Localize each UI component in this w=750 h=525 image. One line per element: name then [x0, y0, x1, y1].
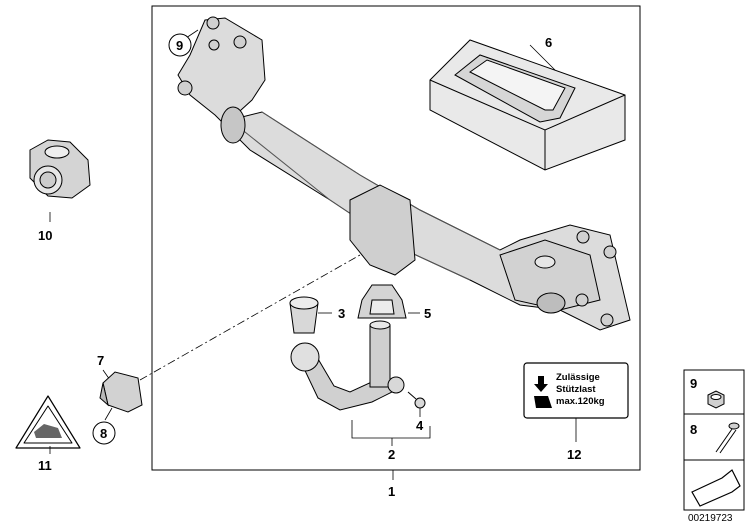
load-arrow-icon [534, 376, 548, 392]
leader-2-bracket [351, 420, 431, 439]
ball-neck [290, 320, 405, 411]
callout-8-circle [92, 421, 116, 445]
callout-2: 2 [388, 447, 395, 462]
label-line-3: max.120kg [556, 396, 605, 407]
nut-icon [707, 390, 725, 409]
callout-3: 3 [338, 306, 345, 321]
label-line-1: Zulässige [556, 372, 600, 383]
label-line-2: Stützlast [556, 384, 596, 395]
callout-9: 9 [176, 38, 183, 53]
mounting-bolts [177, 16, 617, 327]
leader-6 [529, 44, 556, 71]
callout-11: 11 [38, 458, 52, 473]
foam-packaging-insert [429, 39, 626, 171]
arrow-icon [691, 469, 741, 507]
warning-label [15, 395, 81, 449]
socket-assignment-line [139, 254, 361, 381]
callout-5: 5 [424, 306, 431, 321]
load-label-sticker: Zulässige Stützlast max.120kg [523, 362, 629, 419]
bolt-icon [715, 422, 740, 454]
assembly-frame [151, 5, 641, 471]
leader-8 [104, 407, 113, 421]
callout-7: 7 [97, 353, 104, 368]
legend-number-8: 8 [690, 422, 697, 437]
callout-9-circle [168, 33, 192, 57]
callout-10: 10 [38, 228, 52, 243]
callout-4: 4 [416, 418, 424, 433]
callout-8: 8 [100, 426, 107, 441]
mount-part [357, 284, 407, 319]
socket-housing [99, 371, 143, 413]
screw [407, 391, 426, 409]
tow-bar-crossmember [177, 17, 631, 331]
protective-cap [289, 296, 319, 334]
document-number: 00219723 [688, 513, 733, 524]
trailer-socket [29, 139, 91, 199]
legend-number-9: 9 [690, 376, 697, 391]
callout-1: 1 [388, 484, 395, 499]
callout-6: 6 [545, 35, 552, 50]
small-parts-legend: 9 8 [683, 369, 745, 511]
ball-hitch-icon [534, 396, 552, 408]
leader-9 [185, 29, 199, 39]
callout-12: 12 [567, 447, 581, 462]
